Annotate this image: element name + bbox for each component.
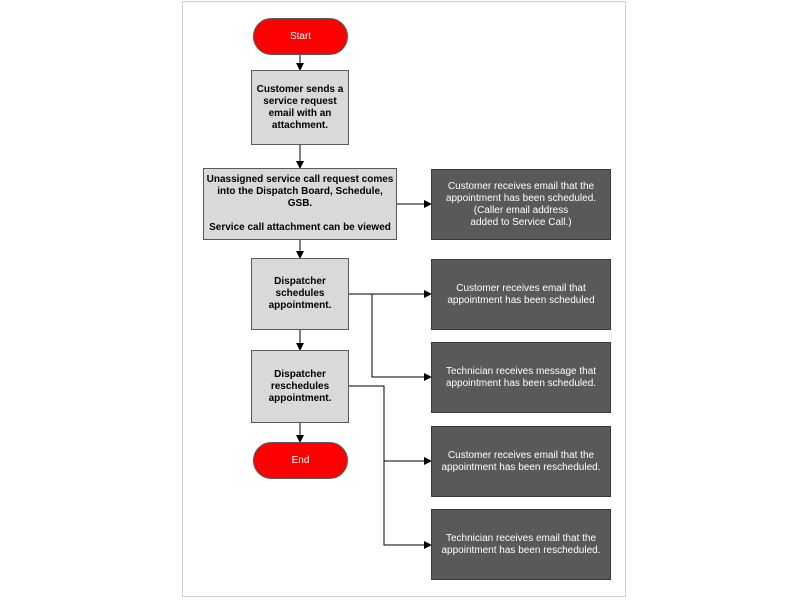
notice-customer-email-rescheduled-text: Customer receives email that the appoint… xyxy=(441,449,601,473)
step-send-request: Customer sends a service request email w… xyxy=(251,70,349,145)
notice-customer-email-caller: Customer receives email that the appoint… xyxy=(431,169,611,240)
start-label: Start xyxy=(289,30,312,42)
notice-technician-email-rescheduled-text: Technician receives email that the appoi… xyxy=(441,532,601,556)
notice-customer-email-scheduled: Customer receives email that appointment… xyxy=(431,259,611,330)
step-dispatcher-schedules: Dispatcher schedules appointment. xyxy=(251,258,349,330)
notice-customer-email-rescheduled: Customer receives email that the appoint… xyxy=(431,426,611,497)
step-dispatcher-schedules-text: Dispatcher schedules appointment. xyxy=(268,276,332,311)
step-unassigned-request: Unassigned service call request comes in… xyxy=(203,168,397,240)
step-dispatcher-reschedules-text: Dispatcher reschedules appointment. xyxy=(268,368,332,404)
notice-technician-message-scheduled-text: Technician receives message that appoint… xyxy=(445,365,597,389)
step-send-request-text: Customer sends a service request email w… xyxy=(256,83,344,131)
connector-schedules-to-technician xyxy=(349,293,432,381)
connector-reschedules-to-customer xyxy=(349,385,432,465)
connector-reschedules-to-technician xyxy=(383,461,432,549)
end-terminal: End xyxy=(253,442,348,479)
end-label: End xyxy=(291,454,310,466)
notice-customer-email-scheduled-text: Customer receives email that appointment… xyxy=(447,282,595,306)
notice-technician-email-rescheduled: Technician receives email that the appoi… xyxy=(431,509,611,580)
step-dispatcher-reschedules: Dispatcher reschedules appointment. xyxy=(251,350,349,423)
step-unassigned-request-text: Unassigned service call request comes in… xyxy=(206,174,394,233)
notice-customer-email-caller-text: Customer receives email that the appoint… xyxy=(445,180,597,228)
start-terminal: Start xyxy=(253,18,348,55)
notice-technician-message-scheduled: Technician receives message that appoint… xyxy=(431,342,611,413)
